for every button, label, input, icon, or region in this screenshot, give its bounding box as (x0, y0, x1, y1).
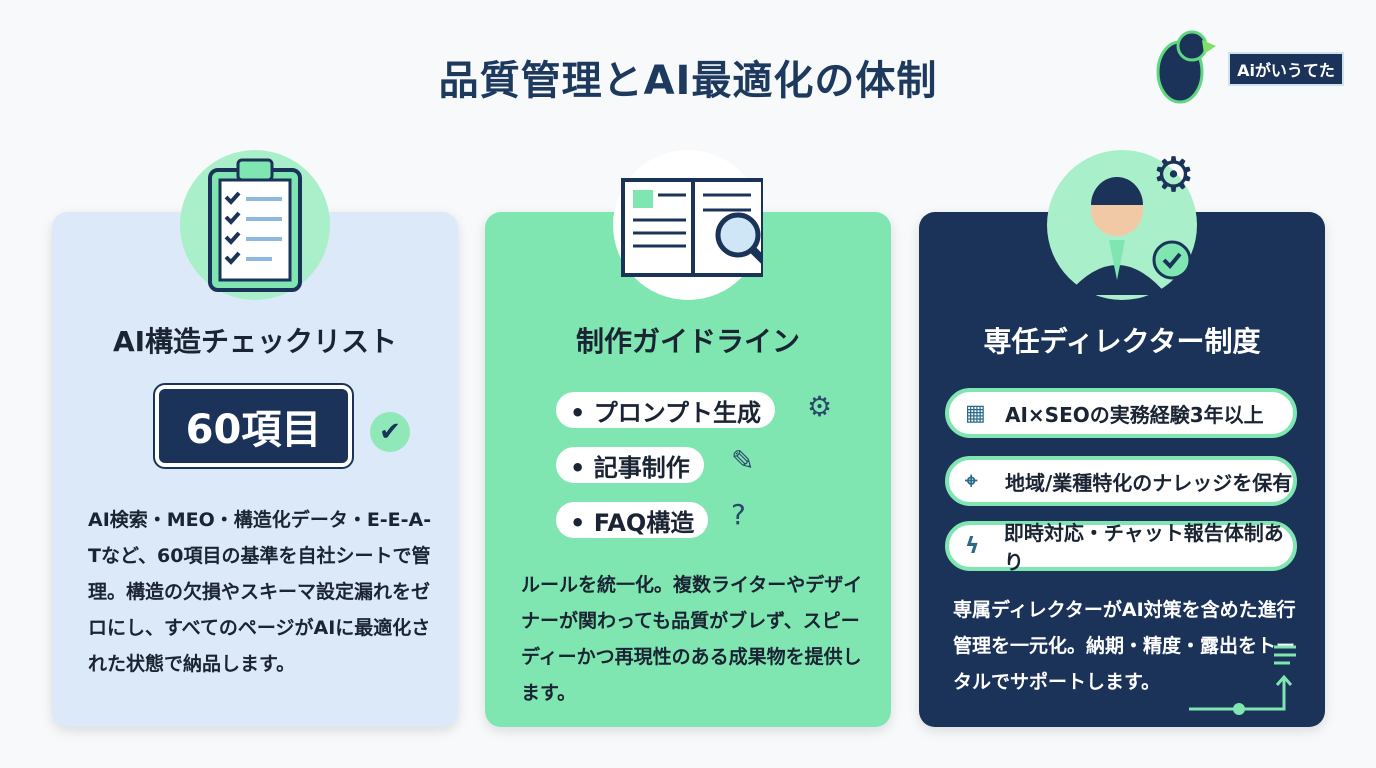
map-pin-icon: ⌖ (965, 468, 978, 494)
feature-support: ϟ 即時対応・チャット報告体制あり (945, 521, 1297, 574)
support-person-icon (1047, 150, 1197, 300)
clipboard-icon (180, 150, 330, 300)
logo-text: Aiがいうてた (1228, 52, 1344, 86)
card-director: ⚙ 専任ディレクター制度 ▦ AI×SEOの実務経験3年以上 ⌖ 地域/業種特化のナ… (919, 147, 1325, 727)
card-title: 制作ガイドライン (575, 325, 800, 358)
card-description: ルールを統一化。複数ライターやデザイナーが関わっても品質がブレず、スピーディーか… (521, 574, 863, 704)
card-guideline: 制作ガイドライン • プロンプト生成 ⚙ • 記事制作 ✎ • FAQ構造 ? … (485, 150, 891, 727)
page-title: 品質管理とAI最適化の体制 (438, 58, 938, 104)
card-title: AI構造チェックリスト (112, 325, 398, 358)
calendar-clock-icon: ▦ (965, 400, 986, 426)
feature-label: 地域/業種特化のナレッジを保有 (1005, 470, 1293, 495)
feature-label: AI×SEOの実務経験3年以上 (1005, 402, 1264, 427)
check-icon: ✔ (370, 412, 410, 452)
book-magnifier-icon (613, 150, 763, 300)
card-description: 専属ディレクターがAI対策を含めた進行管理を一元化。納期・精度・露出をトータルで… (953, 599, 1296, 693)
step-faq: • FAQ構造 (556, 502, 709, 538)
step-prompt: • プロンプト生成 (556, 392, 775, 428)
gear-icon: ⚙ (1152, 147, 1196, 203)
parrot-icon (1156, 30, 1216, 104)
feature-experience: ▦ AI×SEOの実務経験3年以上 (945, 388, 1297, 438)
card-title: 専任ディレクター制度 (983, 325, 1261, 358)
card-checklist: AI構造チェックリスト 60項目 ✔ AI検索・MEO・構造化データ・E-E-A… (52, 150, 458, 727)
card-description: AI検索・MEO・構造化データ・E-E-A-Tなど、60項目の基準を自社シートで… (88, 509, 432, 675)
chat-bolt-icon: ϟ (965, 533, 980, 559)
item-count-badge: 60項目 (153, 383, 354, 469)
step-article: • 記事制作 (556, 447, 704, 483)
feature-label: 即時対応・チャット報告体制あり (1003, 521, 1284, 574)
logo: Aiがいうてた (1140, 24, 1350, 108)
question-bubble-icon: ? (731, 498, 746, 531)
gear-icon: ⚙ (807, 390, 833, 423)
feature-knowledge: ⌖ 地域/業種特化のナレッジを保有 (945, 456, 1297, 506)
progress-arrow-icon (1189, 645, 1296, 715)
pen-icon: ✎ (731, 444, 755, 477)
